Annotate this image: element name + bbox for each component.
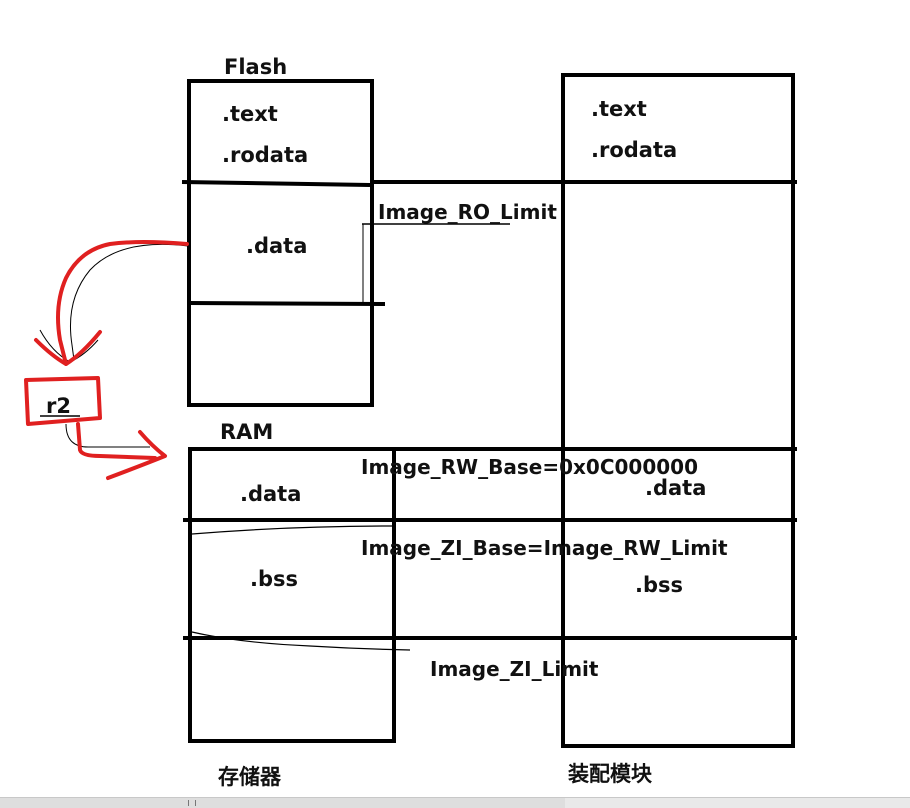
- image-zi-limit-label: Image_ZI_Limit: [430, 657, 599, 681]
- module-outline: [561, 73, 795, 748]
- flash-data-label: .data: [246, 234, 308, 258]
- image-ro-limit-label: Image_RO_Limit: [378, 200, 557, 224]
- image-zi-base-label: Image_ZI_Base=Image_RW_Limit: [361, 536, 728, 560]
- scroll-grip-icon[interactable]: [188, 800, 196, 806]
- copy-guide-arc: [69, 243, 189, 361]
- copy-guide-arc-3: [65, 423, 150, 448]
- flash-block: [181, 79, 386, 407]
- flash-divider-ro: [181, 180, 371, 187]
- scroll-track[interactable]: [0, 798, 565, 808]
- module-bss-label: .bss: [635, 573, 684, 597]
- ram-outline: [188, 447, 396, 743]
- module-rodata-label: .rodata: [591, 138, 678, 162]
- ram-header: RAM: [220, 420, 274, 444]
- load-module-block: [372, 73, 797, 748]
- flash-header: Flash: [224, 55, 288, 79]
- red-arrows: [24, 240, 189, 480]
- module-data-label: .data: [645, 476, 707, 500]
- load-module-caption: 装配模块: [568, 762, 652, 786]
- flash-divider-data: [188, 301, 386, 306]
- register-r2-label: r2: [46, 394, 71, 418]
- ram-hand-stroke-2: [191, 631, 411, 651]
- ram-bss-label: .bss: [250, 567, 299, 591]
- flash-outline: [187, 79, 374, 407]
- storage-caption: 存储器: [218, 765, 281, 789]
- ram-block: [183, 447, 396, 743]
- ram-data-label: .data: [240, 482, 302, 506]
- flash-rodata-label: .rodata: [222, 143, 309, 167]
- ram-hand-stroke-1: [191, 525, 394, 535]
- window-bottom-strip: [0, 797, 910, 808]
- module-text-label: .text: [591, 97, 647, 121]
- r2-box: [24, 376, 102, 426]
- image-rw-base-label: Image_RW_Base=0x0C000000: [361, 455, 698, 479]
- red-arrow-down: [34, 240, 189, 366]
- flash-text-label: .text: [222, 102, 278, 126]
- red-arrow-right: [76, 422, 167, 480]
